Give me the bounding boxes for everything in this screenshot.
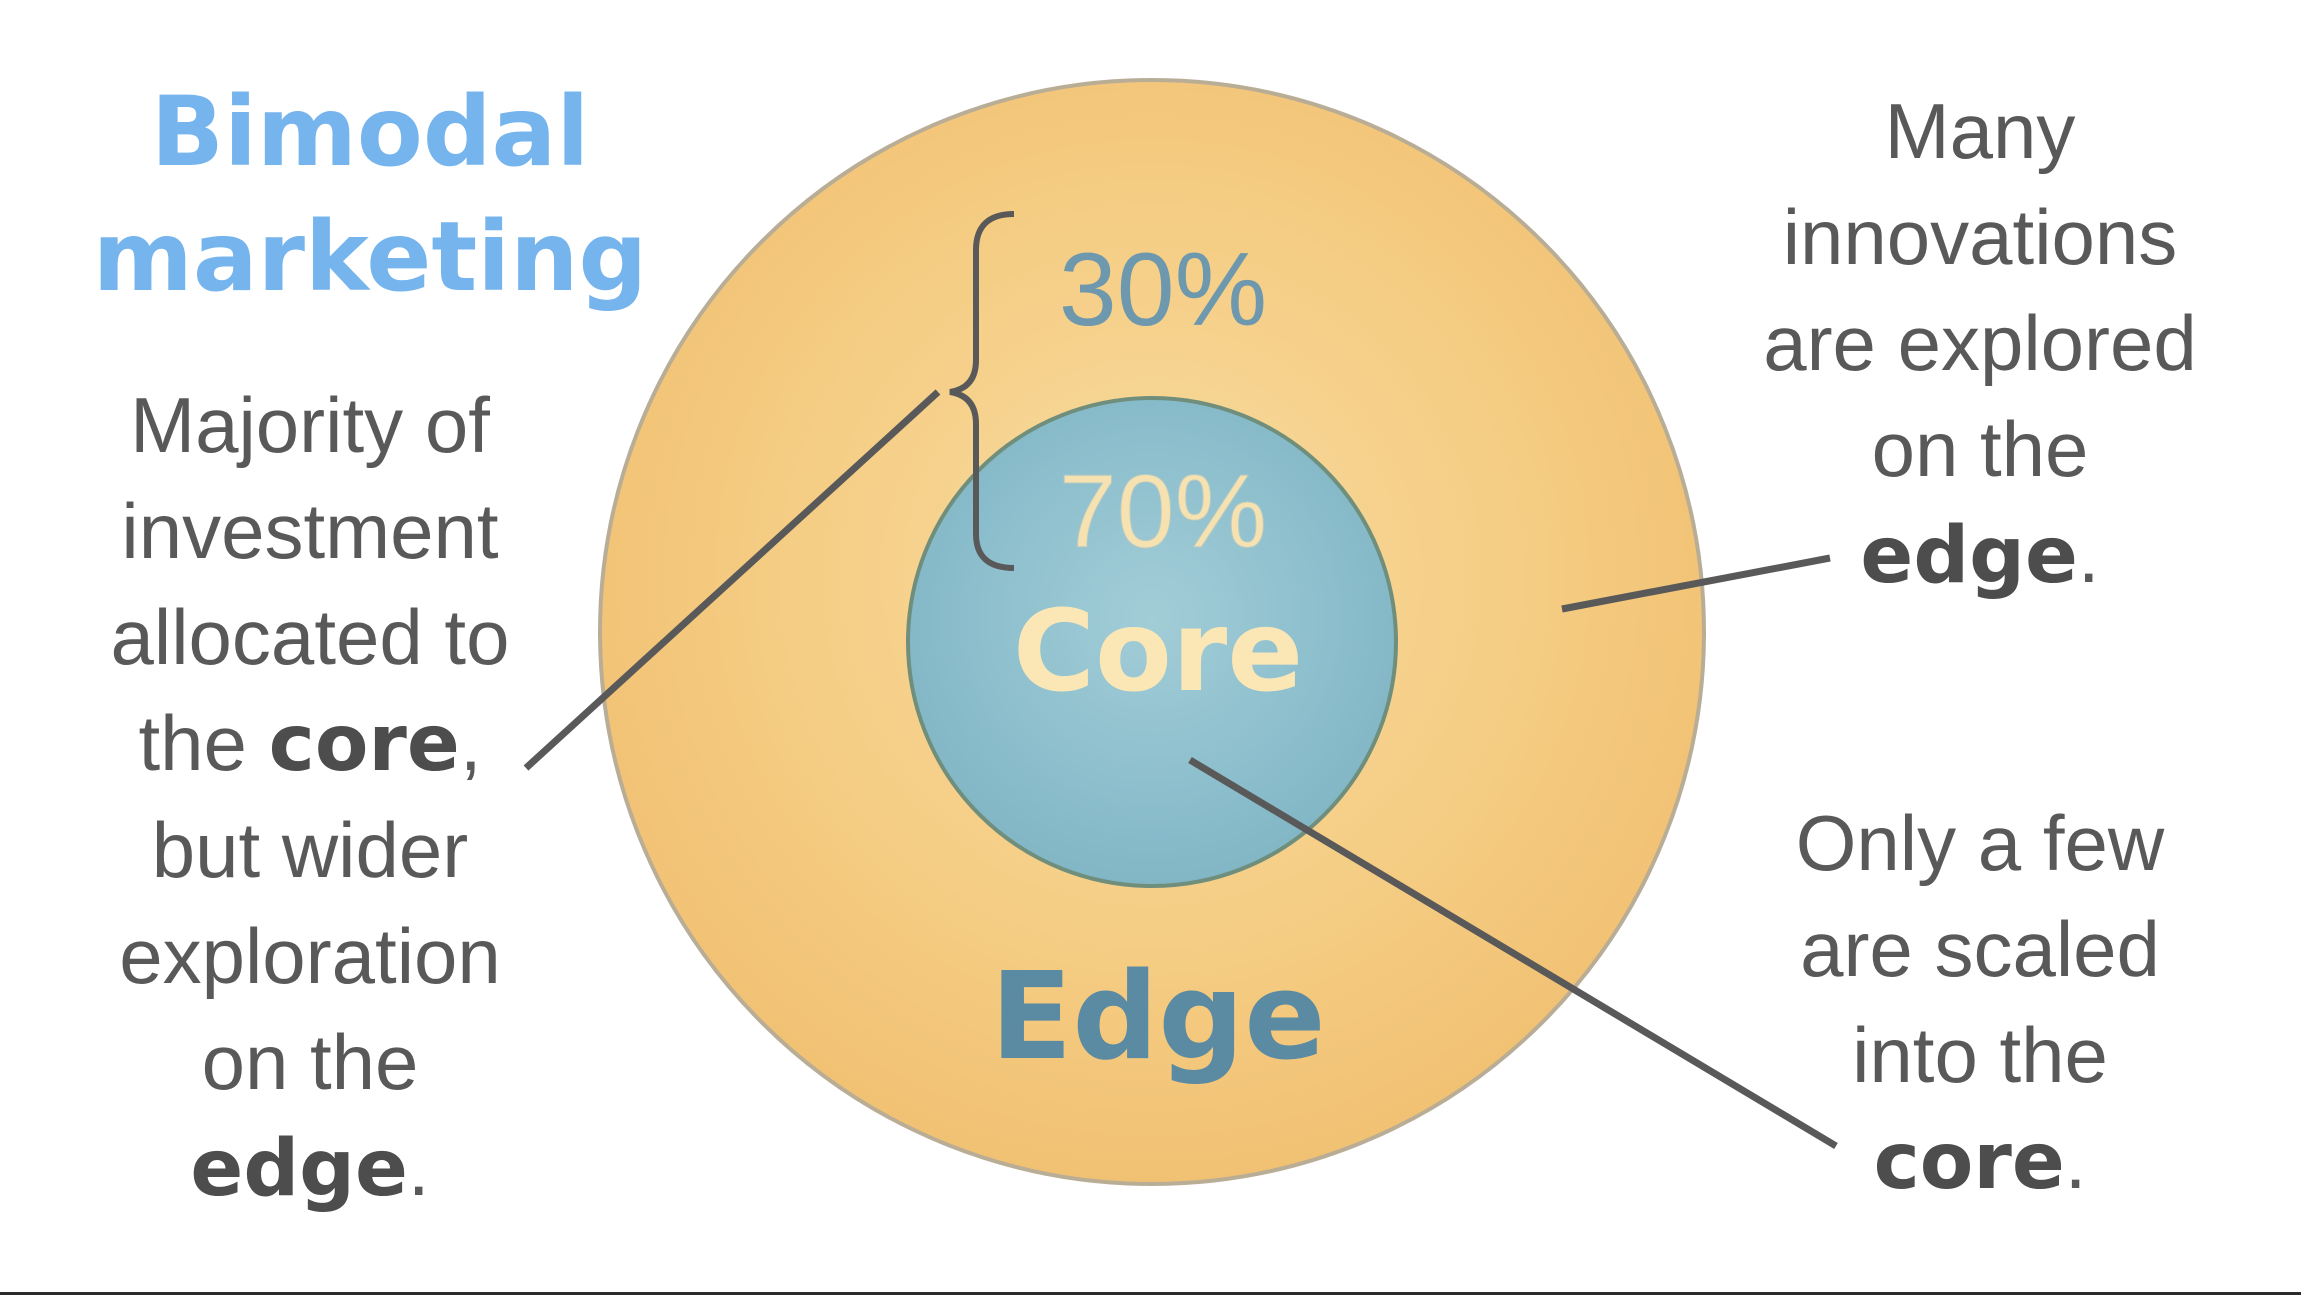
left-note-connector — [523, 389, 941, 771]
edge-percent: 30% — [1059, 232, 1267, 348]
left-note-line-edge: edge. — [40, 1115, 580, 1222]
right-bottom-core-emphasis: core — [1873, 1117, 2065, 1207]
core-label: Core — [1013, 587, 1303, 717]
core-percent: 70% — [1059, 454, 1267, 570]
left-note-line: but wider — [151, 806, 469, 894]
core-circle — [906, 396, 1398, 888]
left-note-edge-emphasis: edge — [190, 1124, 408, 1214]
right-top-note-line: innovations — [1782, 193, 2178, 281]
left-note: Majority of investment allocated to the … — [40, 372, 580, 1222]
left-note-punct: . — [407, 1124, 430, 1212]
right-bottom-punct: . — [2064, 1117, 2087, 1205]
right-top-punct: . — [2077, 511, 2100, 599]
left-note-line: exploration — [119, 912, 501, 1000]
left-note-line: investment — [121, 487, 499, 575]
right-top-note-line-edge: edge. — [1700, 502, 2260, 609]
right-top-note-line: Many — [1884, 87, 2076, 175]
right-bottom-note-line: into the — [1852, 1011, 2108, 1099]
percent-bracket — [949, 211, 1015, 571]
left-note-text: the — [138, 699, 269, 787]
right-bottom-note-line: are scaled — [1800, 905, 2160, 993]
right-bottom-note-line-core: core. — [1700, 1108, 2260, 1215]
right-top-note-line: are explored — [1763, 299, 2197, 387]
left-note-line: allocated to — [110, 593, 510, 681]
title-line-1: Bimodal — [150, 76, 590, 188]
left-note-core-emphasis: core — [268, 699, 460, 789]
left-note-punct: , — [459, 699, 482, 787]
slide-title: Bimodal marketing — [60, 70, 680, 320]
left-note-line: Majority of — [130, 381, 490, 469]
bottom-divider — [0, 1292, 2301, 1295]
right-top-note: Many innovations are explored on the edg… — [1700, 78, 2260, 609]
title-line-2: marketing — [92, 201, 648, 313]
left-note-line-core: the core, — [40, 690, 580, 797]
right-top-connector — [1561, 554, 1831, 613]
right-bottom-connector — [1188, 756, 1838, 1150]
right-bottom-note-line: Only a few — [1795, 799, 2165, 887]
edge-label: Edge — [990, 948, 1325, 1087]
right-top-edge-emphasis: edge — [1860, 511, 2078, 601]
right-top-note-line: on the — [1871, 405, 2089, 493]
right-bottom-note: Only a few are scaled into the core. — [1700, 790, 2260, 1215]
left-note-line: on the — [201, 1018, 419, 1106]
